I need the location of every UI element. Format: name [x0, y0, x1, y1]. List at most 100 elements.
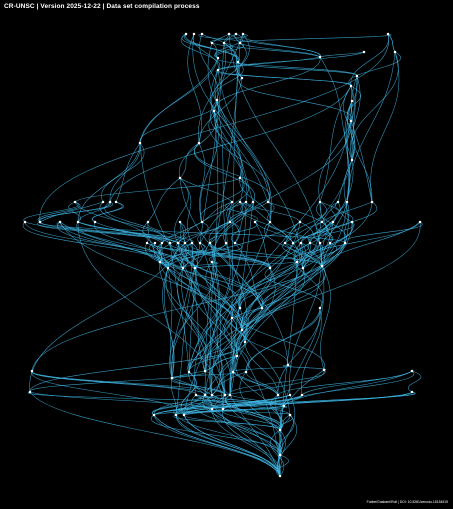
graph-edge [279, 414, 291, 431]
graph-edge [245, 371, 279, 396]
graph-edge [157, 221, 186, 263]
graph-node [216, 68, 220, 72]
graph-edge [223, 42, 243, 79]
graph-edge [198, 77, 243, 144]
graph-node [198, 241, 202, 245]
graph-node [233, 241, 237, 245]
graph-edge [269, 221, 294, 244]
graph-node [158, 260, 162, 264]
graph-edge [37, 221, 163, 244]
graph-edge [234, 201, 254, 244]
graph-node [203, 393, 207, 397]
graph-node [216, 56, 220, 60]
graph-node [410, 369, 414, 373]
graph-edge [325, 221, 334, 244]
graph-node [190, 241, 194, 245]
graph-edge [195, 394, 285, 407]
graph-edge [229, 201, 322, 396]
graph-edge [292, 242, 304, 269]
graph-node [238, 200, 242, 204]
graph-edge [261, 267, 304, 309]
graph-edge [188, 221, 301, 373]
graph-edge [101, 142, 145, 203]
graph-node [238, 176, 242, 180]
graph-edge [244, 265, 323, 343]
graph-edge [211, 394, 226, 410]
graph-edge [302, 242, 332, 269]
graph-node [114, 200, 118, 204]
graph-edge [316, 201, 347, 244]
graph-node [108, 200, 112, 204]
graph-edge [29, 370, 206, 393]
graph-edge [161, 242, 243, 331]
graph-node [308, 241, 312, 245]
graph-edge [321, 221, 421, 267]
graph-edge [209, 242, 263, 309]
graph-node [251, 200, 255, 204]
graph-node [93, 220, 97, 224]
graph-node [278, 474, 282, 478]
graph-node [331, 220, 335, 224]
graph-edge [283, 370, 415, 407]
graph-edge [228, 33, 323, 267]
graph-edge [198, 42, 226, 144]
graph-edge [192, 33, 219, 71]
graph-node [278, 428, 282, 432]
graph-edge [74, 201, 171, 244]
graph-edge [211, 355, 238, 396]
graph-node [170, 376, 174, 380]
graph-edge [29, 221, 182, 393]
graph-node [182, 413, 186, 417]
graph-edge [158, 242, 232, 396]
graph-edge [164, 242, 186, 269]
graph-edge [346, 120, 352, 203]
graph-edge [180, 261, 219, 269]
graph-edge [202, 317, 238, 372]
graph-node [200, 220, 204, 224]
graph-node [260, 306, 264, 310]
graph-edge [296, 221, 421, 263]
graph-edge [170, 377, 226, 396]
graph-edge [319, 85, 352, 203]
graph-edge [302, 242, 311, 269]
graph-edge [37, 201, 81, 223]
graph-node [231, 370, 235, 374]
graph-edge [175, 414, 281, 456]
graph-node [350, 158, 354, 162]
graph-edge [169, 242, 271, 269]
graph-edge [284, 221, 323, 244]
graph-node [291, 241, 295, 245]
graph-edge [241, 242, 346, 331]
graph-edge [245, 307, 321, 373]
graph-node [234, 32, 238, 36]
graph-edge [194, 142, 270, 203]
graph-edge [337, 159, 353, 203]
graph-edge [321, 201, 339, 223]
graph-node [138, 141, 142, 145]
graph-node [301, 266, 305, 270]
graph-edge [24, 221, 179, 244]
graph-node [166, 266, 170, 270]
graph-node [210, 393, 214, 397]
graph-node [286, 363, 290, 367]
graph-edge [267, 201, 323, 223]
graph-edge [277, 429, 286, 477]
graph-node [223, 393, 227, 397]
graph-node [322, 368, 326, 372]
graph-edge [170, 377, 177, 416]
graph-edge [231, 307, 243, 373]
graph-edge [159, 261, 184, 269]
graph-edge [216, 42, 244, 59]
graph-edge [346, 51, 396, 203]
graph-node [345, 200, 349, 204]
graph-edge [239, 42, 321, 58]
graph-edge [159, 242, 227, 263]
graph-edge [177, 242, 291, 416]
graph-edge [147, 177, 181, 223]
graph-node [410, 390, 414, 394]
graph-edge [211, 408, 281, 456]
graph-edge [283, 370, 413, 407]
graph-edge [204, 221, 334, 396]
graph-edge [320, 265, 331, 371]
graph-edge [169, 242, 263, 309]
